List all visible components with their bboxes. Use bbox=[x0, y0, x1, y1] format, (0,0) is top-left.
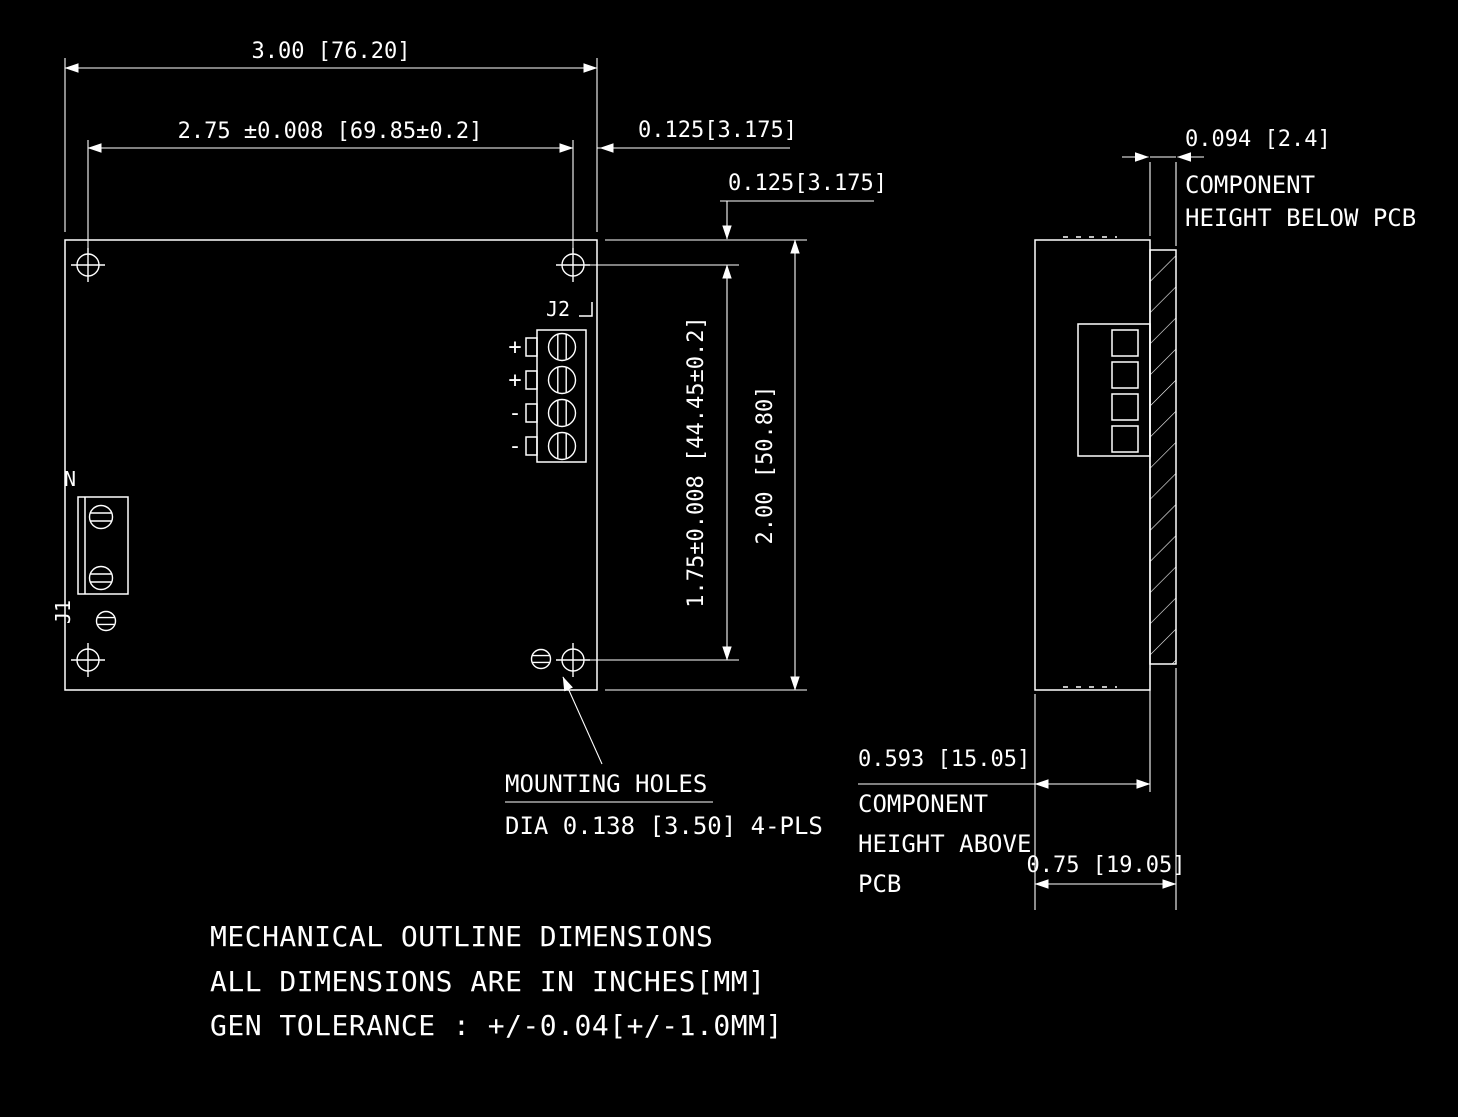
label-n: N bbox=[64, 467, 76, 491]
dim-hole-span-vertical: 1.75±0.008 [44.45±0.2] bbox=[684, 316, 709, 607]
polarity-mark-1: + bbox=[508, 335, 521, 360]
polarity-mark-3: - bbox=[508, 401, 521, 426]
dim-edge-offset-vertical: 0.125[3.175] bbox=[728, 171, 887, 196]
side-view bbox=[1034, 236, 1177, 691]
mounting-holes-leader bbox=[562, 676, 603, 765]
board-outline bbox=[64, 239, 598, 691]
polarity-mark-4: - bbox=[508, 434, 521, 459]
screw-head bbox=[530, 648, 552, 670]
dim-total-thickness: 0.75 [19.05] bbox=[1027, 853, 1186, 878]
footer-title: MECHANICAL OUTLINE DIMENSIONS bbox=[210, 920, 713, 953]
polarity-mark-2: + bbox=[508, 368, 521, 393]
mounting-hole-top-right bbox=[555, 247, 591, 283]
connector-side-profile bbox=[1077, 323, 1151, 457]
dim-overall-height: 2.00 [50.80] bbox=[753, 386, 778, 545]
top-view bbox=[64, 239, 598, 691]
dim-overall-width: 3.00 [76.20] bbox=[252, 39, 411, 64]
mounting-holes-note-line1: MOUNTING HOLES bbox=[505, 770, 707, 798]
connector-j1 bbox=[77, 496, 129, 632]
side-body-outline bbox=[1034, 239, 1151, 691]
j2-pin1-mark bbox=[579, 302, 593, 317]
side-view-dimension-labels: 0.094 [2.4] COMPONENT HEIGHT BELOW PCB 0… bbox=[858, 127, 1416, 898]
mounting-holes-note-line2: DIA 0.138 [3.50] 4-PLS bbox=[505, 812, 823, 840]
note-above-pcb-line2: HEIGHT ABOVE bbox=[858, 830, 1031, 858]
mounting-hole-top-left bbox=[70, 247, 106, 283]
note-above-pcb-line3: PCB bbox=[858, 870, 901, 898]
top-view-dimensions bbox=[64, 58, 874, 803]
label-j1: J1 bbox=[51, 600, 75, 624]
note-below-pcb-line1: COMPONENT bbox=[1185, 171, 1315, 199]
footer-notes: MECHANICAL OUTLINE DIMENSIONS ALL DIMENS… bbox=[210, 920, 783, 1042]
footer-units-note: ALL DIMENSIONS ARE IN INCHES[MM] bbox=[210, 965, 765, 998]
footer-tolerance-note: GEN TOLERANCE : +/-0.04[+/-1.0MM] bbox=[210, 1009, 783, 1042]
label-j2: J2 bbox=[546, 297, 570, 321]
note-below-pcb-line2: HEIGHT BELOW PCB bbox=[1185, 204, 1416, 232]
note-above-pcb-line1: COMPONENT bbox=[858, 790, 988, 818]
dim-component-height-above-pcb: 0.593 [15.05] bbox=[858, 747, 1030, 772]
top-view-labels: N J2 J1 + + - - bbox=[51, 297, 570, 624]
mounting-hole-bottom-left bbox=[70, 642, 106, 678]
connector-j2 bbox=[525, 302, 593, 463]
top-view-dimension-labels: 3.00 [76.20] 2.75 ±0.008 [69.85±0.2] 0.1… bbox=[178, 39, 887, 840]
dim-component-height-below-pcb: 0.094 [2.4] bbox=[1185, 127, 1331, 152]
pcb-hatched-section bbox=[1149, 249, 1177, 665]
dim-edge-offset-horizontal: 0.125[3.175] bbox=[638, 118, 797, 143]
side-view-dimensions bbox=[858, 152, 1204, 910]
mounting-hole-bottom-right bbox=[555, 642, 591, 678]
dim-hole-span-horizontal: 2.75 ±0.008 [69.85±0.2] bbox=[178, 119, 483, 144]
